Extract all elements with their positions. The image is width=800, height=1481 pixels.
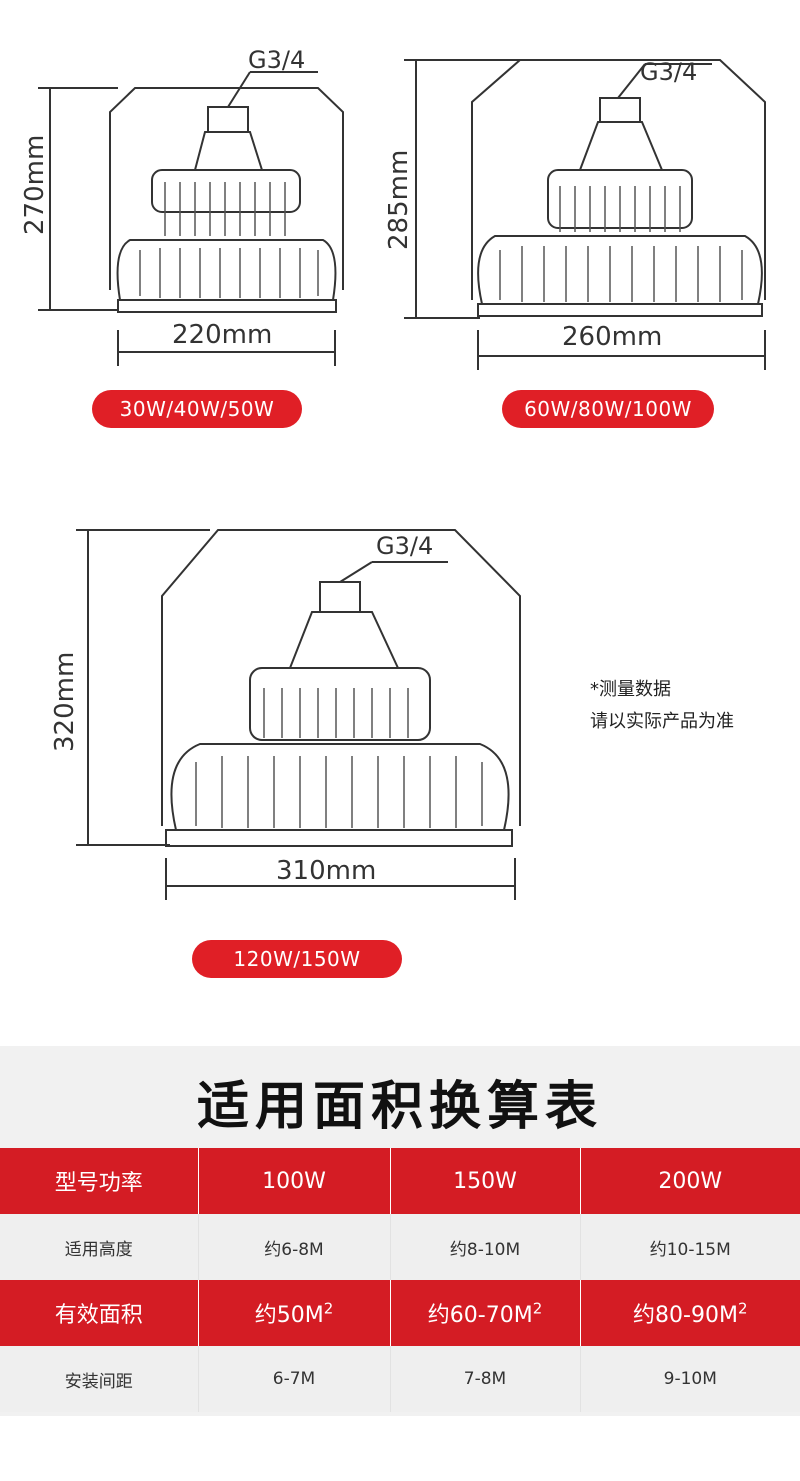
table-cell: 约6-8M — [198, 1214, 391, 1280]
product-diagram-3: G3/4 320mm 310mm 120W/150W — [0, 0, 800, 1000]
cell-value: 约50M — [254, 1303, 324, 1328]
table-cell: 200W — [580, 1148, 800, 1214]
cell-value: 约80-90M — [633, 1303, 738, 1328]
area-conversion-section: 适用面积换算表 型号功率 100W 150W 200W 适用高度 约6-8M 约… — [0, 1046, 800, 1416]
table-row: 安装间距 6-7M 7-8M 9-10M — [0, 1346, 800, 1412]
note-line-2: 请以实际产品为准 — [590, 711, 734, 732]
table-cell: 约8-10M — [390, 1214, 581, 1280]
table-cell: 100W — [198, 1148, 391, 1214]
width-label: 310mm — [276, 856, 377, 886]
width-label: 260mm — [562, 322, 663, 352]
wattage-badge: 120W/150W — [192, 940, 402, 978]
row-label: 型号功率 — [0, 1148, 199, 1214]
lamp-drawing — [0, 0, 800, 1000]
table-cell: 150W — [390, 1148, 581, 1214]
lamp-drawing — [0, 0, 800, 440]
wattage-badge: 60W/80W/100W — [502, 390, 714, 428]
table-cell: 约50M2 — [198, 1280, 391, 1346]
cell-value: 约60-70M — [427, 1303, 533, 1328]
product-diagram-2: G3/4 285mm 260mm 60W/80W/100W — [0, 0, 800, 440]
table-title: 适用面积换算表 — [196, 1077, 603, 1137]
note-line-1: *测量数据 — [590, 679, 671, 700]
thread-label: G3/4 — [248, 46, 306, 74]
table-cell: 约60-70M2 — [390, 1280, 581, 1346]
measurement-note: *测量数据 请以实际产品为准 — [590, 674, 734, 738]
table-cell: 9-10M — [580, 1346, 800, 1412]
superscript: 2 — [323, 1299, 334, 1318]
product-diagram-1: G3/4 270mm 220mm 30W/40W/50W — [0, 0, 400, 440]
area-conversion-table: 型号功率 100W 150W 200W 适用高度 约6-8M 约8-10M 约1… — [0, 1148, 800, 1412]
width-label: 220mm — [172, 320, 273, 350]
table-cell: 6-7M — [198, 1346, 391, 1412]
row-label: 安装间距 — [0, 1346, 199, 1412]
row-label: 有效面积 — [0, 1280, 199, 1346]
table-row: 型号功率 100W 150W 200W — [0, 1148, 800, 1214]
height-label: 320mm — [50, 651, 80, 752]
table-cell: 约80-90M2 — [580, 1280, 800, 1346]
lamp-drawing — [0, 0, 400, 440]
wattage-badge: 30W/40W/50W — [92, 390, 302, 428]
table-cell: 约10-15M — [580, 1214, 800, 1280]
table-row: 适用高度 约6-8M 约8-10M 约10-15M — [0, 1214, 800, 1280]
table-row: 有效面积 约50M2 约60-70M2 约80-90M2 — [0, 1280, 800, 1346]
thread-label: G3/4 — [376, 532, 434, 560]
superscript: 2 — [532, 1299, 543, 1318]
thread-label: G3/4 — [640, 58, 698, 86]
table-cell: 7-8M — [390, 1346, 581, 1412]
superscript: 2 — [737, 1299, 748, 1318]
row-label: 适用高度 — [0, 1214, 199, 1280]
